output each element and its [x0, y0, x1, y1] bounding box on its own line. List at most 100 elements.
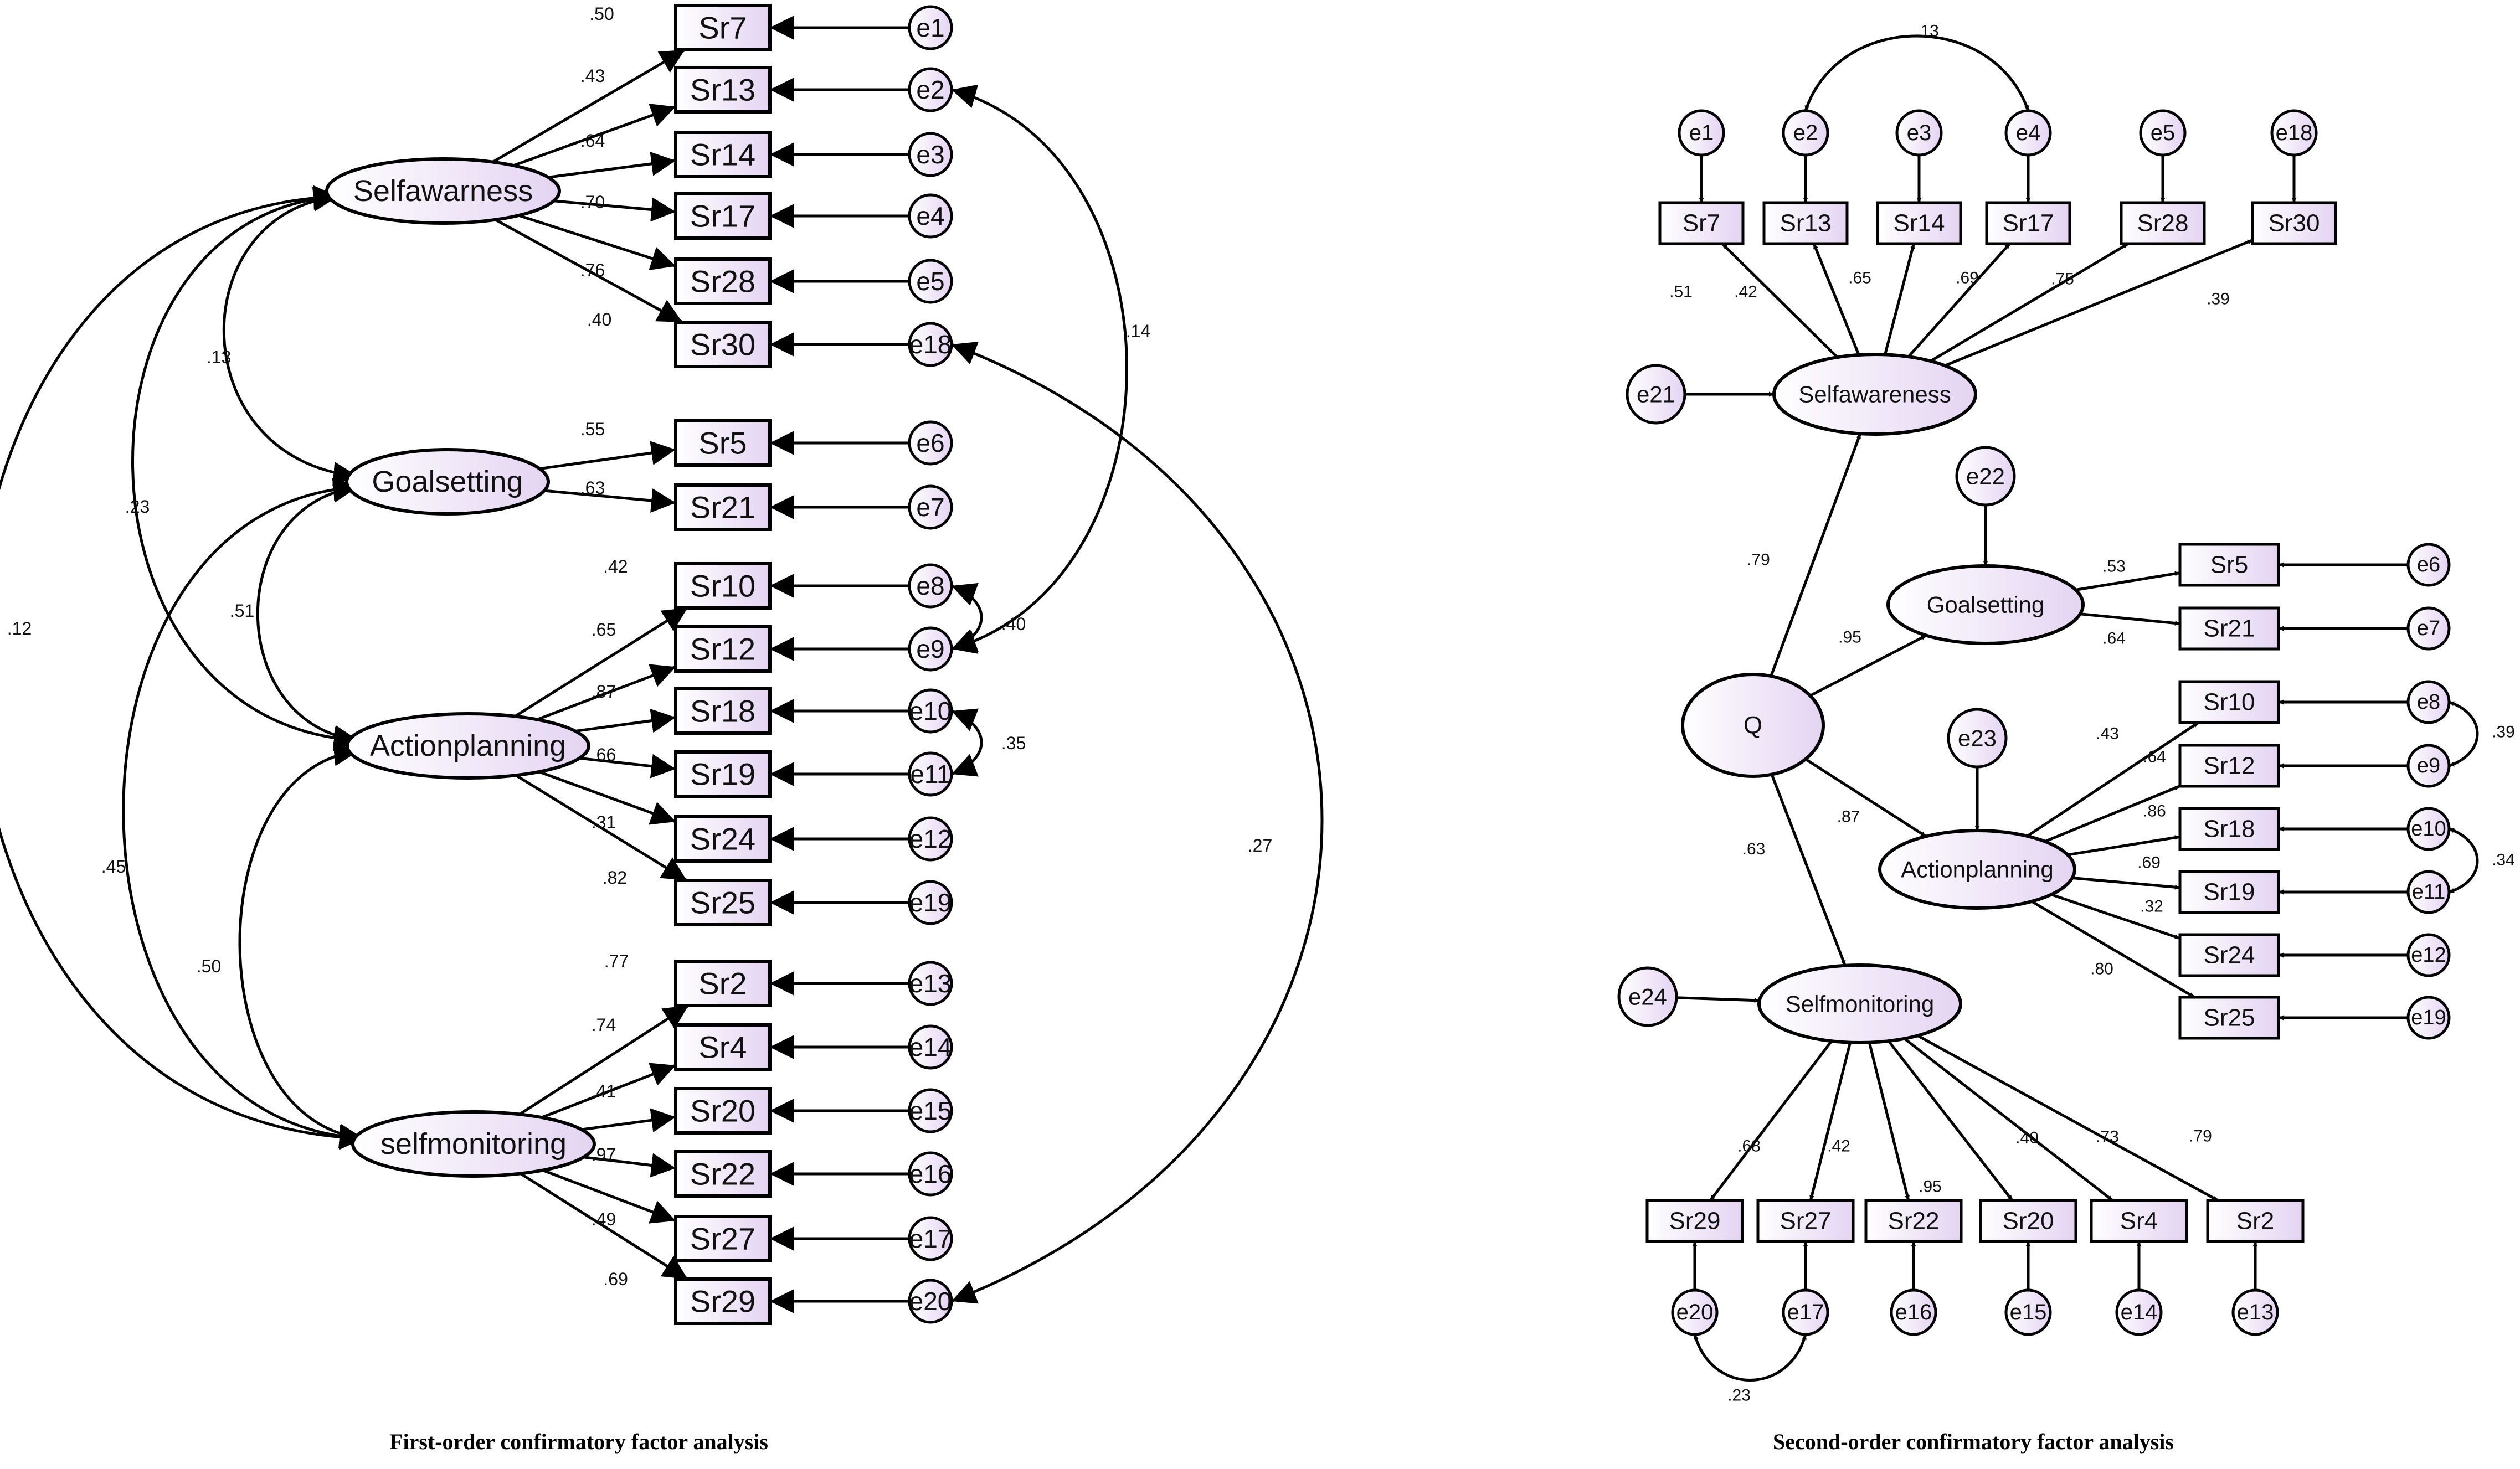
error-circle-e6: [908, 420, 953, 466]
error-label-e17: e17: [909, 1224, 952, 1253]
item-label-sr18: Sr18: [2204, 816, 2255, 843]
q-higher-factor-ellipse: [1681, 673, 1825, 778]
loading-arrow: [1904, 1037, 2113, 1202]
loading-arrow: [538, 770, 676, 825]
item-box-sr5: [674, 419, 772, 467]
loading-arrow: [575, 708, 676, 733]
path-value-label: .65: [592, 620, 616, 640]
error-label-e12: e12: [909, 824, 952, 853]
path-value-label: .45: [101, 857, 126, 877]
factor-ellipse-selfawareness: [1772, 353, 1977, 436]
path-value-label: .63: [580, 478, 605, 498]
caption-second-order: Second-order confirmatory factor analysi…: [1773, 1429, 2174, 1454]
item-box-sr4: [674, 1023, 772, 1071]
factor-covariance-arc: [238, 741, 364, 1148]
item-box-sr27: [674, 1215, 772, 1262]
item-label-sr28: Sr28: [690, 264, 755, 299]
second-order-loading-arrow: [1804, 757, 1927, 838]
error-circle-e13: [908, 961, 953, 1006]
path-value-label: .40: [2015, 1129, 2039, 1147]
error-label-e3: e3: [1907, 121, 1932, 145]
path-value-label: .80: [2090, 960, 2113, 978]
error-circle-e13: [2231, 1288, 2279, 1336]
second-order-loading-arrow: [1809, 634, 1927, 697]
path-value-label: .49: [592, 1209, 616, 1229]
path-value-label: .12: [7, 618, 32, 638]
item-box-sr30: [674, 321, 772, 368]
item-box-sr20: [1979, 1199, 2077, 1243]
path-value-label: .64: [580, 131, 605, 151]
item-box-sr13: [674, 66, 772, 114]
factor-label-goalsetting: Goalsetting: [372, 465, 523, 498]
error-circle-e11: [908, 751, 953, 797]
path-value-label: .51: [230, 601, 254, 621]
error-circle-e2: [908, 67, 953, 112]
path-value-label: .86: [2143, 802, 2166, 821]
path-value-label: .42: [1827, 1137, 1850, 1156]
item-box-sr25: [674, 879, 772, 926]
error-circle-e8: [908, 563, 953, 609]
error-circle-e4: [2004, 109, 2052, 157]
error-label-e12: e12: [2411, 944, 2446, 967]
error-circle-e3: [908, 132, 953, 177]
item-label-sr21: Sr21: [2204, 615, 2255, 642]
loading-arrow: [1907, 243, 2011, 358]
error-label-e9: e9: [916, 635, 944, 663]
item-box-sr10: [674, 562, 772, 610]
error-label-e8: e8: [2417, 690, 2440, 714]
loading-arrow: [2027, 721, 2199, 838]
factor-covariance-arc: [222, 187, 358, 486]
item-label-sr2: Sr2: [2236, 1208, 2274, 1235]
error-circle-e20: [1671, 1288, 1719, 1336]
loading-arrow: [542, 1169, 676, 1224]
path-value-label: .23: [1727, 1386, 1751, 1405]
error-label-e4: e4: [916, 202, 944, 230]
path-value-label: .51: [1669, 283, 1693, 301]
item-label-sr12: Sr12: [690, 632, 755, 667]
error-circle-e16: [908, 1151, 953, 1197]
loading-arrow: [2080, 612, 2180, 626]
factor-ellipse-actionplanning: [346, 712, 590, 780]
path-value-label: .69: [2137, 854, 2161, 872]
labels-layer: .50.43.64.70.76.40.55.63.42.65.87.66.31.…: [7, 4, 2515, 1405]
item-label-sr4: Sr4: [698, 1030, 747, 1065]
error-label-e11: e11: [910, 760, 950, 788]
factor-label-actionplanning: Actionplanning: [1901, 857, 2054, 883]
error-circle-e15: [908, 1088, 953, 1133]
item-box-sr7: [1658, 201, 1745, 245]
loading-arrow: [495, 218, 683, 324]
path-value-label: .65: [1848, 269, 1871, 287]
factor-covariance-arc: [122, 476, 364, 1150]
item-box-sr17: [1985, 201, 2071, 245]
second-order-loading-arrow: [1770, 433, 1862, 677]
loading-arrow: [2050, 893, 2180, 940]
item-label-sr17: Sr17: [2003, 210, 2054, 237]
loading-arrow: [513, 104, 676, 167]
item-label-sr19: Sr19: [2204, 879, 2255, 906]
path-value-label: .42: [603, 556, 628, 576]
item-label-sr5: Sr5: [2210, 551, 2248, 579]
item-label-sr7: Sr7: [1683, 210, 1720, 237]
error-label-e11: e11: [2412, 880, 2446, 904]
path-value-label: .14: [1126, 321, 1150, 341]
item-box-sr30: [2251, 201, 2337, 245]
factor-label-selfawarness: Selfawarness: [353, 174, 533, 208]
error-label-e5: e5: [2151, 121, 2176, 145]
path-value-label: .13: [1916, 22, 1939, 40]
loading-arrow: [514, 606, 688, 718]
item-box-sr20: [674, 1087, 772, 1135]
error-label-e16: e16: [1895, 1300, 1932, 1324]
error-label-e21: e21: [1637, 382, 1675, 408]
item-label-sr19: Sr19: [690, 757, 755, 792]
item-box-sr22: [674, 1150, 772, 1198]
item-box-sr5: [2178, 543, 2280, 587]
item-box-sr4: [2090, 1199, 2188, 1243]
item-box-sr28: [2120, 201, 2206, 245]
path-value-label: .64: [2102, 630, 2126, 648]
factor-label-selfawareness: Selfawareness: [1798, 382, 1951, 408]
path-value-label: .69: [1956, 269, 1979, 287]
path-value-label: .70: [580, 192, 605, 212]
loading-arrow: [537, 664, 676, 721]
item-label-sr28: Sr28: [2137, 210, 2189, 237]
